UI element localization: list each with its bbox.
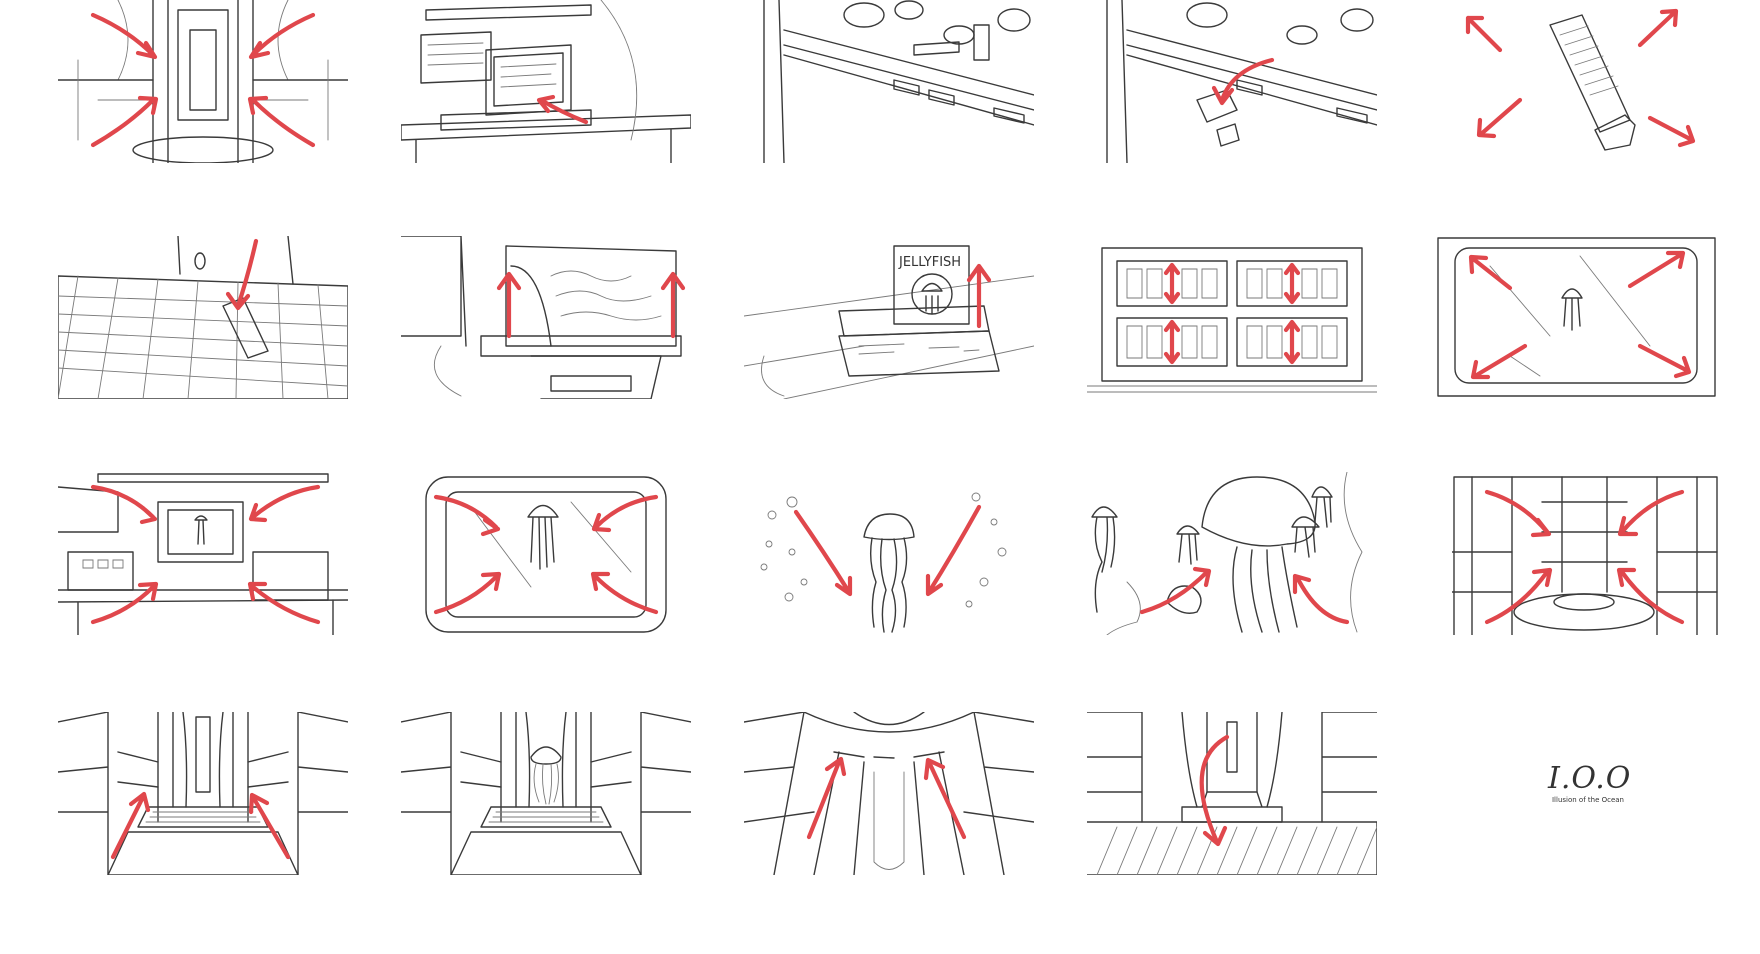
storyboard-panel-13 (744, 472, 1034, 635)
tunnel-sketch-2 (1452, 476, 1718, 635)
storyboard-panel-2 (401, 0, 691, 163)
dome-looking-up-sketch (744, 712, 1034, 875)
logo-title: I.O.O (1548, 761, 1632, 796)
storyboard-panel-9 (1087, 236, 1377, 399)
panel-grid-sketch (1087, 247, 1377, 393)
tunnel-sketch (58, 0, 348, 163)
storyboard-panel-16 (58, 712, 348, 875)
jellyfish-box-scale-sketch: JELLYFISH (744, 245, 1034, 399)
pedestal-jellyfish-sketch (401, 712, 691, 875)
storyboard-panel-19 (1087, 712, 1377, 875)
logo-subtitle: Illusion of the Ocean (1551, 796, 1624, 804)
jellyfish-box-label: JELLYFISH (898, 255, 961, 270)
screen-jellyfish-close-sketch (425, 476, 667, 633)
storyboard-panel-12 (401, 472, 691, 635)
keyboard-bolt-sketch (58, 236, 348, 399)
storyboard-panel-3 (744, 0, 1034, 163)
storyboard-panel-6 (58, 236, 348, 399)
jellyfish-bubbles-sketch (760, 492, 1007, 633)
control-panel-bolt-sketch (1106, 0, 1377, 163)
bolt-closeup-sketch (1465, 8, 1696, 151)
storyboard-panel-15 (1452, 472, 1742, 635)
control-panel-knobs-sketch (763, 0, 1034, 163)
pedestal-floor-sketch (1087, 712, 1377, 875)
many-jellyfish-sketch (1091, 472, 1363, 635)
storyboard-panel-7 (401, 236, 691, 399)
storyboard-panel-18 (744, 712, 1034, 875)
storyboard-panel-14 (1087, 472, 1377, 635)
storyboard-panel-17 (401, 712, 691, 875)
storyboard-panel-8: JELLYFISH (744, 236, 1034, 399)
storyboard-panel-1 (58, 0, 348, 163)
computer-desk-sketch (401, 0, 691, 163)
pedestal-room-sketch (58, 712, 348, 875)
logo: I.O.O Illusion of the Ocean (1548, 761, 1632, 805)
desk-screen-jellyfish-sketch (58, 473, 348, 635)
storyboard-panel-10 (1430, 236, 1720, 399)
monitor-wave-sketch (401, 236, 686, 399)
screen-jellyfish-sketch (1437, 237, 1716, 397)
storyboard-panel-5 (1430, 0, 1720, 163)
storyboard-panel-4 (1087, 0, 1377, 163)
storyboard-panel-11 (58, 472, 348, 635)
